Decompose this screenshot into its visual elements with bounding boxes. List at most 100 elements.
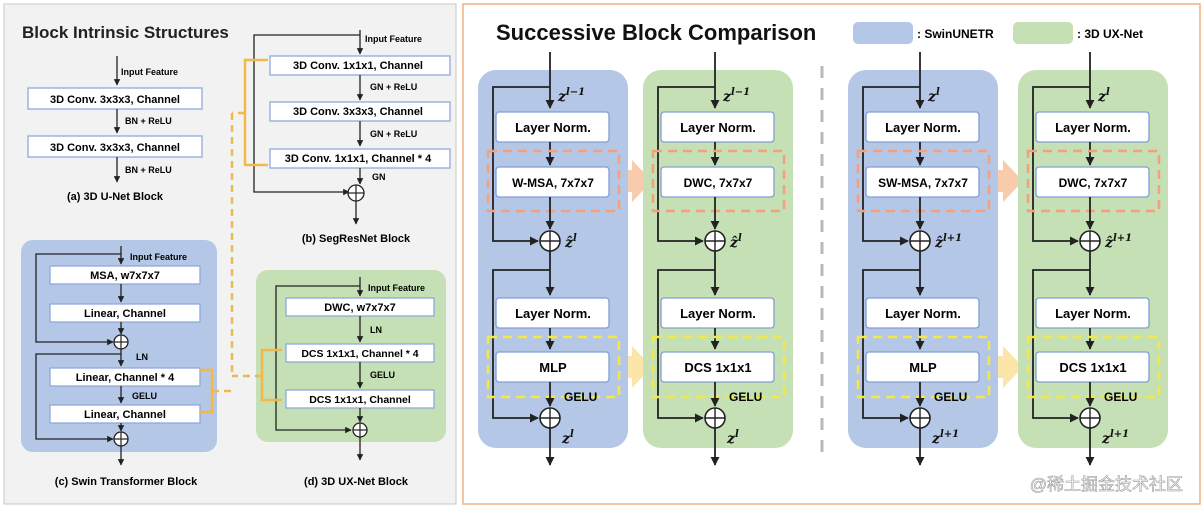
layer-norm-2-box [495,297,610,329]
attention-highlight [486,149,621,213]
mlp-highlight [1026,335,1161,399]
layer-norm-2-box [865,297,980,329]
z-hat-label-sup: l [738,233,742,244]
unet-norm1-label: BN + ReLU [125,116,172,126]
segres-conv2-label: 3D Conv. 3x3x3, Channel [293,106,423,118]
z-input-label: zl−1 [722,87,750,105]
swin-linear2-label: Linear, Channel * 4 [76,372,175,384]
swin-linear3-box [49,404,201,424]
swin-msa-label: MSA, w7x7x7 [90,270,160,282]
z-input-label-base: z [1097,89,1107,105]
z-hat-label: ẑl [729,233,742,251]
uxnet-input-label: Input Feature [368,283,425,293]
z-output-label: zl+1 [1101,429,1129,447]
attention-label: DWC, 7x7x7 [1059,176,1128,190]
uxnet-caption: (d) 3D UX-Net Block [304,476,409,488]
z-hat-label-base: ẑ [934,235,944,251]
z-input-label-sup: l−1 [731,87,750,98]
watermark: @稀土掘金技术社区 [1030,475,1183,494]
layer-norm-1-box [1035,111,1150,143]
legend-swin-swatch [853,22,913,44]
segres-uxnet-connector [200,58,282,414]
swin-input-label: Input Feature [130,252,187,262]
layer-norm-1-box [495,111,610,143]
mlp-label: DCS 1x1x1 [1059,360,1126,375]
unet-conv2-box [27,135,203,158]
segres-norm1-label: GN + ReLU [370,82,417,92]
mlp-label: MLP [539,360,567,375]
z-hat-label: ẑl+1 [1104,233,1132,251]
swin-msa-box [49,265,201,285]
z-output-label-sup: l+1 [940,429,959,440]
segres-norm2-label: GN + ReLU [370,129,417,139]
swin-linear2-box [49,367,201,387]
layer-norm-1-label: Layer Norm. [885,120,961,135]
swin-block: Input Feature MSA, w7x7x7 Linear, Channe… [21,240,217,488]
layer-norm-2-label: Layer Norm. [1055,306,1131,321]
mlp-label: MLP [909,360,937,375]
uxnet-ln-label: LN [370,325,382,335]
swin-linear1-label: Linear, Channel [84,308,166,320]
attention-label: SW-MSA, 7x7x7 [878,176,968,190]
z-hat-label-base: ẑ [564,235,574,251]
z-output-label-sup: l+1 [1110,429,1129,440]
attention-box [495,166,610,198]
attention-box [660,166,775,198]
uxnet-gelu-label: GELU [370,370,395,380]
layer-norm-2-box [660,297,775,329]
mlp-label: DCS 1x1x1 [684,360,751,375]
unet-caption: (a) 3D U-Net Block [67,191,164,203]
layer-norm-1-label: Layer Norm. [680,120,756,135]
legend: : SwinUNETR : 3D UX-Net [853,22,1143,44]
z-input-label: zl [927,87,940,105]
z-output-label-sup: l [735,429,739,440]
uxnet-dcs2-label: DCS 1x1x1, Channel [309,394,411,406]
z-input-label: zl−1 [557,87,585,105]
uxnet-dcs1-label: DCS 1x1x1, Channel * 4 [301,348,418,360]
z-input-label-base: z [927,89,937,105]
z-input-label-sup: l [936,87,940,98]
attention-box [1035,166,1150,198]
z-output-label-base: z [561,431,571,447]
z-output-label: zl [726,429,739,447]
z-input-label: zl [1097,87,1110,105]
uxnet-dwc-label: DWC, w7x7x7 [324,302,396,314]
swin-caption: (c) Swin Transformer Block [55,476,198,488]
legend-ux-swatch [1013,22,1073,44]
gelu-label: GELU [729,390,762,404]
legend-ux-label: : 3D UX-Net [1077,27,1143,41]
mlp-box [1035,351,1150,383]
mlp-box [865,351,980,383]
gelu-label: GELU [1104,390,1137,404]
uxnet-block: Input Feature DWC, w7x7x7 LN DCS 1x1x1, … [256,270,446,488]
swin-ln-label: LN [136,352,148,362]
layer-norm-1-box [660,111,775,143]
unet-conv2-label: 3D Conv. 3x3x3, Channel [50,142,180,154]
attention-highlight [856,149,991,213]
z-input-label-sup: l−1 [566,87,585,98]
z-output-label-base: z [931,431,941,447]
attention-highlight [651,149,786,213]
layer-norm-1-label: Layer Norm. [515,120,591,135]
z-input-label-base: z [722,89,732,105]
right-panel-title: Successive Block Comparison [496,20,816,45]
left-panel-title: Block Intrinsic Structures [22,23,229,42]
swin-linear3-label: Linear, Channel [84,409,166,421]
gelu-label: GELU [564,390,597,404]
unet-input-label: Input Feature [121,67,178,77]
z-hat-label: ẑl+1 [934,233,962,251]
attention-highlight [1026,149,1161,213]
z-hat-label-sup: l [573,233,577,244]
layer-norm-2-label: Layer Norm. [515,306,591,321]
z-output-label-sup: l [570,429,574,440]
attention-label: DWC, 7x7x7 [684,176,753,190]
segresnet-block: Input Feature 3D Conv. 1x1x1, Channel GN… [253,30,451,245]
z-hat-label-base: ẑ [1104,235,1114,251]
gelu-label: GELU [934,390,967,404]
legend-swin-label: : SwinUNETR [917,27,994,41]
segres-norm3-label: GN [372,172,386,182]
